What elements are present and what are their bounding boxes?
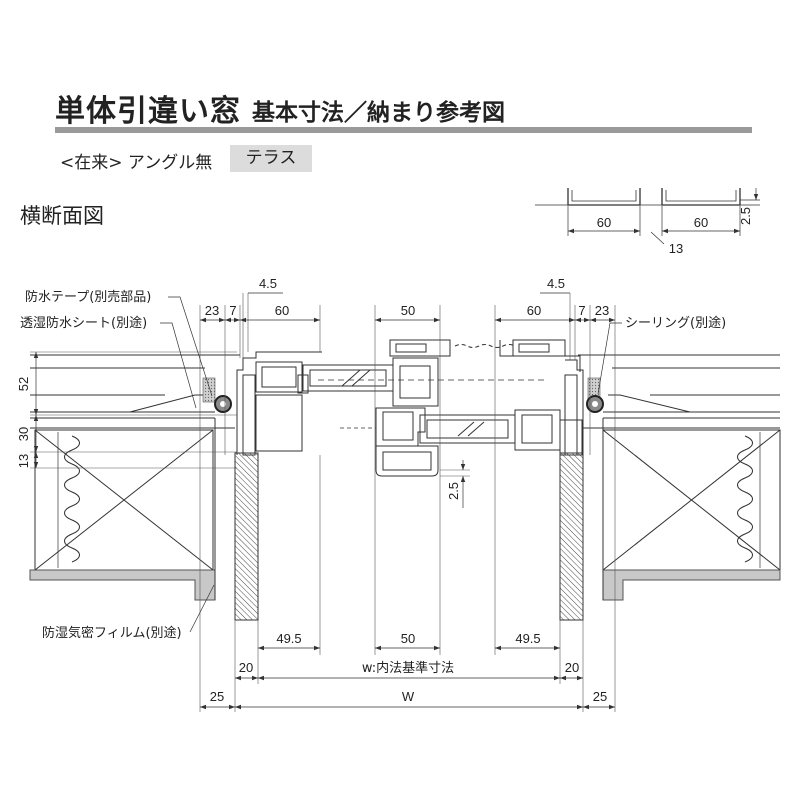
dim-label-right-offset: 4.5	[547, 276, 565, 291]
callout-breathable-sheet: 透湿防水シート(別途)	[20, 315, 147, 331]
inset-gap-leader	[650, 231, 665, 245]
callout-waterproof-tape: 防水テープ(別売部品)	[25, 289, 151, 305]
inset-left-channel-inner	[571, 190, 637, 202]
inset-depth-label: 2.5	[738, 207, 753, 225]
leader-waterproof-tape	[168, 296, 213, 397]
leader-breathable-sheet	[160, 322, 197, 409]
right-backer-rod-core	[592, 401, 598, 407]
extension-lines	[30, 293, 616, 712]
left-waterproof-tape	[202, 377, 216, 403]
dim-label-right-outer: 23	[595, 303, 609, 318]
dim-label-left-offset: 4.5	[259, 276, 277, 291]
right-jamb-board	[559, 452, 584, 621]
dim-label-left-frame: 60	[275, 303, 289, 318]
right-frame-jamb	[564, 374, 578, 456]
terrace-badge: テラス	[230, 145, 312, 172]
left-insulation	[64, 435, 80, 563]
callout-leaders	[160, 296, 622, 633]
hidden-line-top	[454, 344, 516, 348]
inset-right-channel	[661, 188, 741, 206]
dim-label-row2-left: 20	[239, 660, 253, 675]
right-wall	[578, 354, 781, 601]
dim-label-vertical-middle: 30	[16, 427, 31, 441]
callout-vapor-film: 防湿気密フィルム(別途)	[42, 625, 182, 641]
left-frame-chamber	[255, 394, 303, 452]
dim-label-center-meeting: 50	[401, 303, 415, 318]
meeting-stile-lower	[375, 445, 439, 477]
installation-type-label: <在来> アングル無	[60, 153, 213, 173]
dim-label-bottom-left: 49.5	[276, 631, 301, 646]
top-rail-right	[512, 339, 566, 357]
dim-label-right-gap: 7	[578, 303, 585, 318]
right-frame-flange	[565, 359, 584, 455]
outer-meeting-stile	[392, 357, 439, 407]
dim-label-inner-width: w:内法基準寸法	[362, 660, 454, 676]
left-floor-band	[29, 569, 216, 601]
right-insulation	[737, 435, 753, 563]
left-frame-jamb	[242, 374, 256, 456]
dim-label-bottom-center: 50	[401, 631, 415, 646]
left-breathable-sheet-slope	[129, 394, 208, 413]
dim-label-left-outer: 23	[205, 303, 219, 318]
left-sash-stile	[255, 361, 303, 393]
page-subtitle: 基本寸法／納まり参考図	[252, 100, 505, 126]
right-breathable-sheet-slope	[608, 394, 691, 413]
left-wall	[29, 354, 240, 601]
dimension-lines	[33, 292, 615, 710]
left-jamb-board	[234, 452, 259, 621]
dim-label-vertical-upper: 52	[16, 377, 31, 391]
inset-profile-diagram	[535, 188, 760, 245]
top-rail-center	[389, 339, 451, 357]
page-title: 単体引違い窓	[55, 94, 241, 129]
inset-left-channel	[567, 188, 641, 206]
dim-label-vertical-lower: 13	[16, 454, 31, 468]
inset-right-channel-inner	[665, 190, 737, 202]
right-floor-band	[602, 569, 781, 601]
leader-vapor-film	[189, 584, 215, 633]
dim-label-row3-right: 25	[593, 689, 607, 704]
dim-label-row2-right: 20	[565, 660, 579, 675]
title-underline-bar	[55, 127, 752, 133]
inner-glass	[419, 414, 516, 444]
dim-label-right-frame: 60	[527, 303, 541, 318]
dim-label-bottom-right: 49.5	[515, 631, 540, 646]
dim-label-center-clearance: 2.5	[446, 482, 461, 500]
dim-label-row3-left: 25	[210, 689, 224, 704]
inset-right-width-label: 60	[694, 215, 708, 230]
outer-glass	[302, 364, 394, 392]
leader-sealing	[597, 322, 622, 395]
section-label: 横断面図	[20, 204, 104, 228]
window-frame-profiles	[236, 339, 584, 477]
dim-label-left-gap: 7	[229, 303, 236, 318]
inset-left-width-label: 60	[597, 215, 611, 230]
left-backer-rod-core	[220, 401, 226, 407]
callout-sealing: シーリング(別途)	[625, 315, 726, 331]
inset-gap-label: 13	[669, 241, 683, 256]
dim-label-overall-width: W	[402, 689, 415, 704]
